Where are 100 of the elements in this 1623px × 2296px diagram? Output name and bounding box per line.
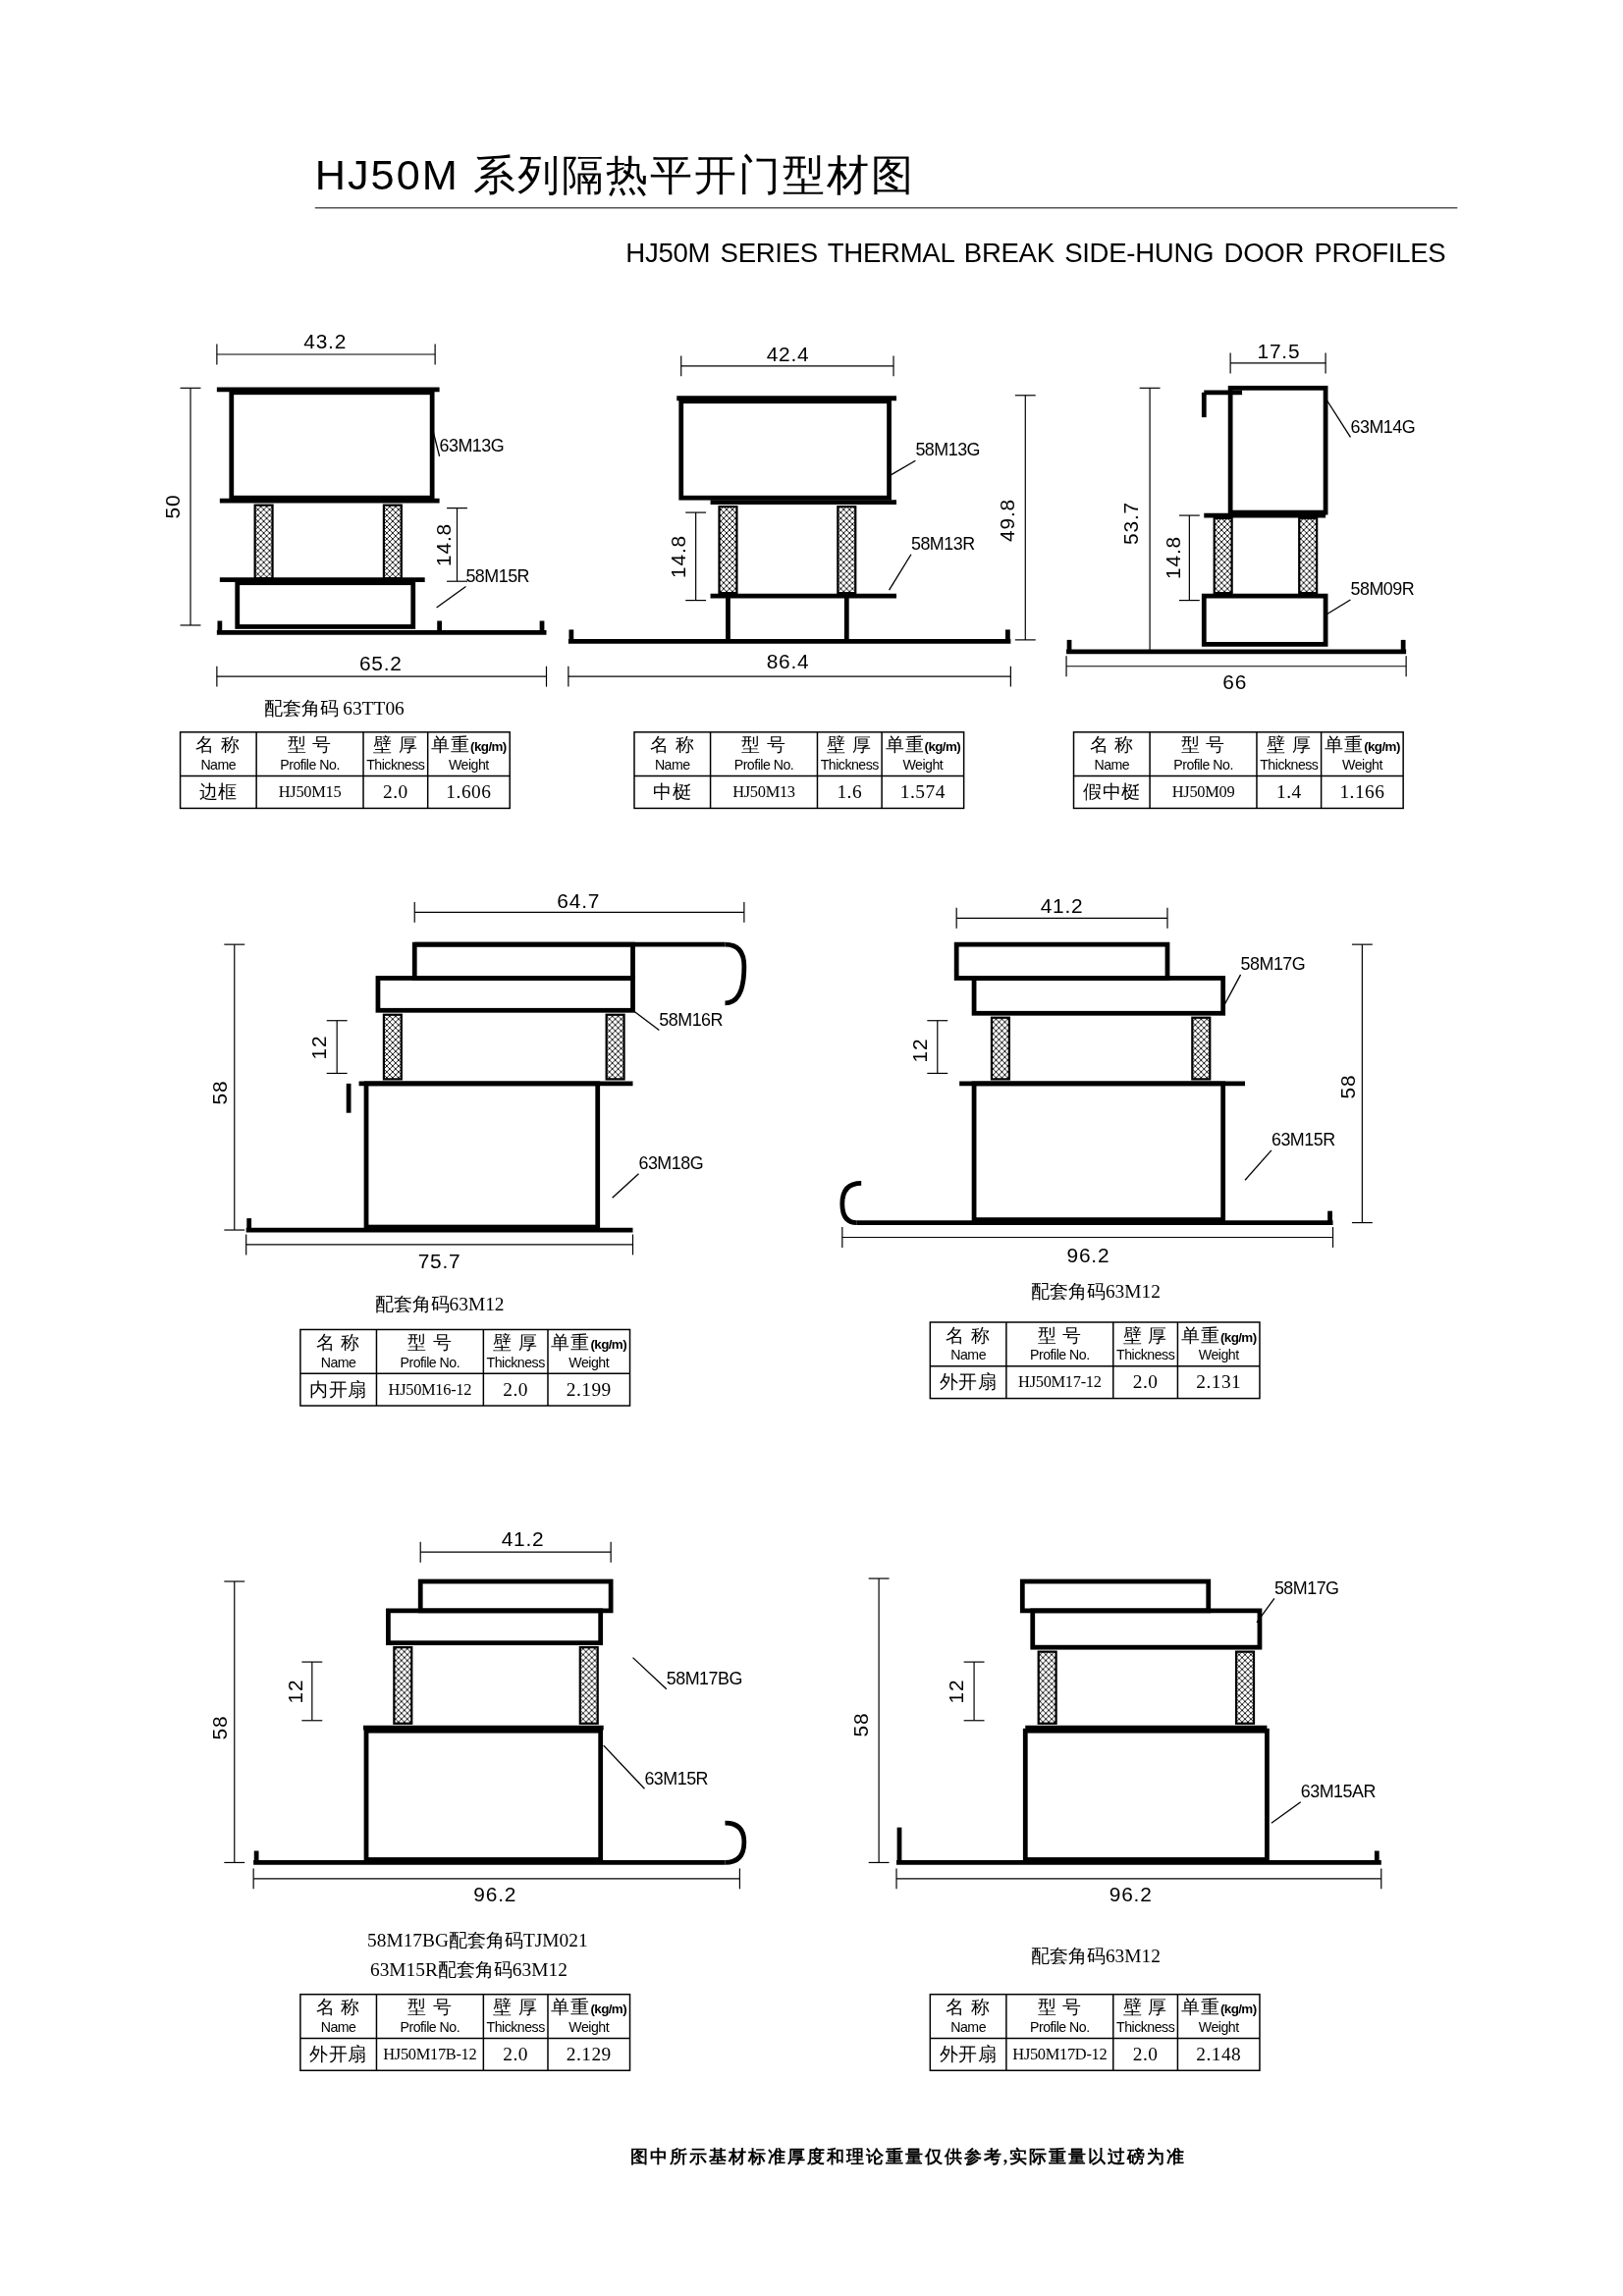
cell-value: 2.0 xyxy=(382,781,408,803)
part-label: 63M18G xyxy=(638,1154,704,1174)
part-label: 63M15AR xyxy=(1300,1783,1376,1802)
column-heading: 名 称 xyxy=(315,1332,361,1354)
column-heading: 单重(kg/m) xyxy=(1180,1325,1257,1346)
column-heading-english: Profile No. xyxy=(400,2020,460,2037)
column-heading-english: Weight xyxy=(902,758,944,774)
cell-value: 2.0 xyxy=(503,2044,528,2065)
dimension-label: 41.2 xyxy=(501,1527,545,1551)
leader-line xyxy=(631,1009,661,1032)
column-heading-english: Thickness xyxy=(1116,2020,1175,2037)
footnote: 图中所示基材标准厚度和理论重量仅供参考,实际重量以过磅为准 xyxy=(629,2147,1187,2167)
leader-line xyxy=(1271,1801,1302,1824)
cell-value: HJ50M09 xyxy=(1171,783,1235,802)
part-label: 58M13R xyxy=(910,535,975,555)
leader-line xyxy=(888,459,917,477)
dimension-label: 64.7 xyxy=(557,889,601,912)
column-heading: 单重(kg/m) xyxy=(885,735,961,756)
column-heading: 单重(kg/m) xyxy=(431,735,507,756)
column-heading-english: Thickness xyxy=(1116,1348,1175,1364)
dimension-label: 96.2 xyxy=(1109,1884,1153,1906)
column-heading: 名 称 xyxy=(1089,735,1135,756)
cell-value: 2.199 xyxy=(566,1379,612,1401)
dimension-label: 65.2 xyxy=(358,652,403,675)
column-heading-english: Thickness xyxy=(486,2020,545,2037)
column-heading: 型 号 xyxy=(1180,735,1226,756)
column-heading-english: Thickness xyxy=(366,758,425,774)
column-heading-english: Name xyxy=(200,758,237,774)
column-heading: 名 称 xyxy=(195,735,242,756)
part-label: 58M09R xyxy=(1350,580,1415,601)
column-heading: 名 称 xyxy=(946,1325,991,1346)
dimension-label: 12 xyxy=(284,1679,307,1704)
cell-value: 1.166 xyxy=(1339,781,1385,803)
cell-value: 2.0 xyxy=(1132,2044,1159,2065)
column-heading: 型 号 xyxy=(407,1998,453,2018)
cell-value: 外开扇 xyxy=(939,2044,998,2065)
column-heading: 名 称 xyxy=(946,1998,991,2018)
dimension-label: 12 xyxy=(307,1035,331,1060)
column-heading-english: Profile No. xyxy=(400,1356,460,1371)
cell-value: 1.606 xyxy=(446,781,492,803)
column-heading-english: Profile No. xyxy=(1173,758,1233,774)
column-heading-english: Name xyxy=(654,758,690,774)
cell-value: 2.131 xyxy=(1196,1371,1242,1393)
dimension-label: 41.2 xyxy=(1040,895,1084,918)
cell-value: 边框 xyxy=(198,781,238,803)
leader-line xyxy=(888,554,912,591)
cell-value: 1.574 xyxy=(899,781,946,803)
cell-value: 2.0 xyxy=(503,1379,528,1401)
cell-value: 1.6 xyxy=(837,781,863,803)
column-heading: 壁 厚 xyxy=(493,1332,538,1354)
cell-value: HJ50M13 xyxy=(732,783,795,802)
cell-value: HJ50M16-12 xyxy=(388,1380,472,1399)
note-text: 配套角码63M12 xyxy=(1030,1281,1161,1303)
column-heading-english: Profile No. xyxy=(1030,2020,1090,2037)
part-label: 58M17G xyxy=(1240,955,1306,975)
dimension-label: 96.2 xyxy=(1066,1244,1110,1266)
cell-value: HJ50M17B-12 xyxy=(383,2046,477,2064)
column-heading-english: Weight xyxy=(1342,758,1382,774)
dimension-label: 58 xyxy=(208,1716,232,1740)
dimension-label: 58 xyxy=(208,1080,232,1105)
column-heading: 壁 厚 xyxy=(1122,1998,1168,2018)
part-label: 58M16R xyxy=(659,1011,723,1031)
part-label: 63M13G xyxy=(439,437,505,456)
column-heading: 单重(kg/m) xyxy=(551,1998,627,2018)
leader-line xyxy=(611,1173,640,1199)
subtitle: HJ50M SERIES THERMAL BREAK SIDE-HUNG DOOR PROFILES xyxy=(625,238,1446,269)
column-heading-english: Thickness xyxy=(820,758,879,774)
column-heading-english: Name xyxy=(950,2020,986,2037)
dimension-label: 50 xyxy=(161,494,185,519)
dimension-label: 75.7 xyxy=(417,1250,461,1272)
dimension-label: 14.8 xyxy=(667,535,690,578)
column-heading-english: Profile No. xyxy=(733,758,794,774)
cell-value: 外开扇 xyxy=(309,2044,367,2065)
note-text: 63M15R配套角码63M12 xyxy=(369,1958,568,1981)
column-heading: 型 号 xyxy=(1037,1325,1083,1346)
cell-value: 假中梃 xyxy=(1083,781,1141,803)
leader-line xyxy=(603,1744,646,1789)
dimension-label: 12 xyxy=(908,1038,932,1063)
dimension-label: 66 xyxy=(1222,670,1248,694)
cell-value: HJ50M15 xyxy=(278,783,342,802)
part-label: 58M15R xyxy=(465,566,530,587)
column-heading: 单重(kg/m) xyxy=(1325,735,1400,756)
column-heading-english: Name xyxy=(1094,758,1130,774)
cell-value: 2.148 xyxy=(1196,2044,1242,2065)
column-heading: 名 称 xyxy=(315,1998,361,2018)
column-heading-english: Name xyxy=(950,1348,986,1364)
cell-value: HJ50M17-12 xyxy=(1018,1373,1102,1392)
dimension-label: 96.2 xyxy=(473,1884,517,1906)
leader-line xyxy=(435,585,467,609)
note-text: 配套角码63M12 xyxy=(374,1294,505,1315)
dimension-label: 14.8 xyxy=(1162,536,1185,580)
dimension-label: 14.8 xyxy=(432,523,456,566)
leader-line xyxy=(1256,1597,1275,1624)
cell-value: HJ50M17D-12 xyxy=(1012,2046,1108,2064)
column-heading: 型 号 xyxy=(1037,1998,1083,2018)
dimension-label: 49.8 xyxy=(996,498,1019,542)
column-heading-english: Name xyxy=(320,1356,356,1371)
column-heading-english: Weight xyxy=(449,758,489,774)
part-label: 58M17BG xyxy=(666,1670,742,1689)
column-heading: 壁 厚 xyxy=(1122,1325,1168,1346)
